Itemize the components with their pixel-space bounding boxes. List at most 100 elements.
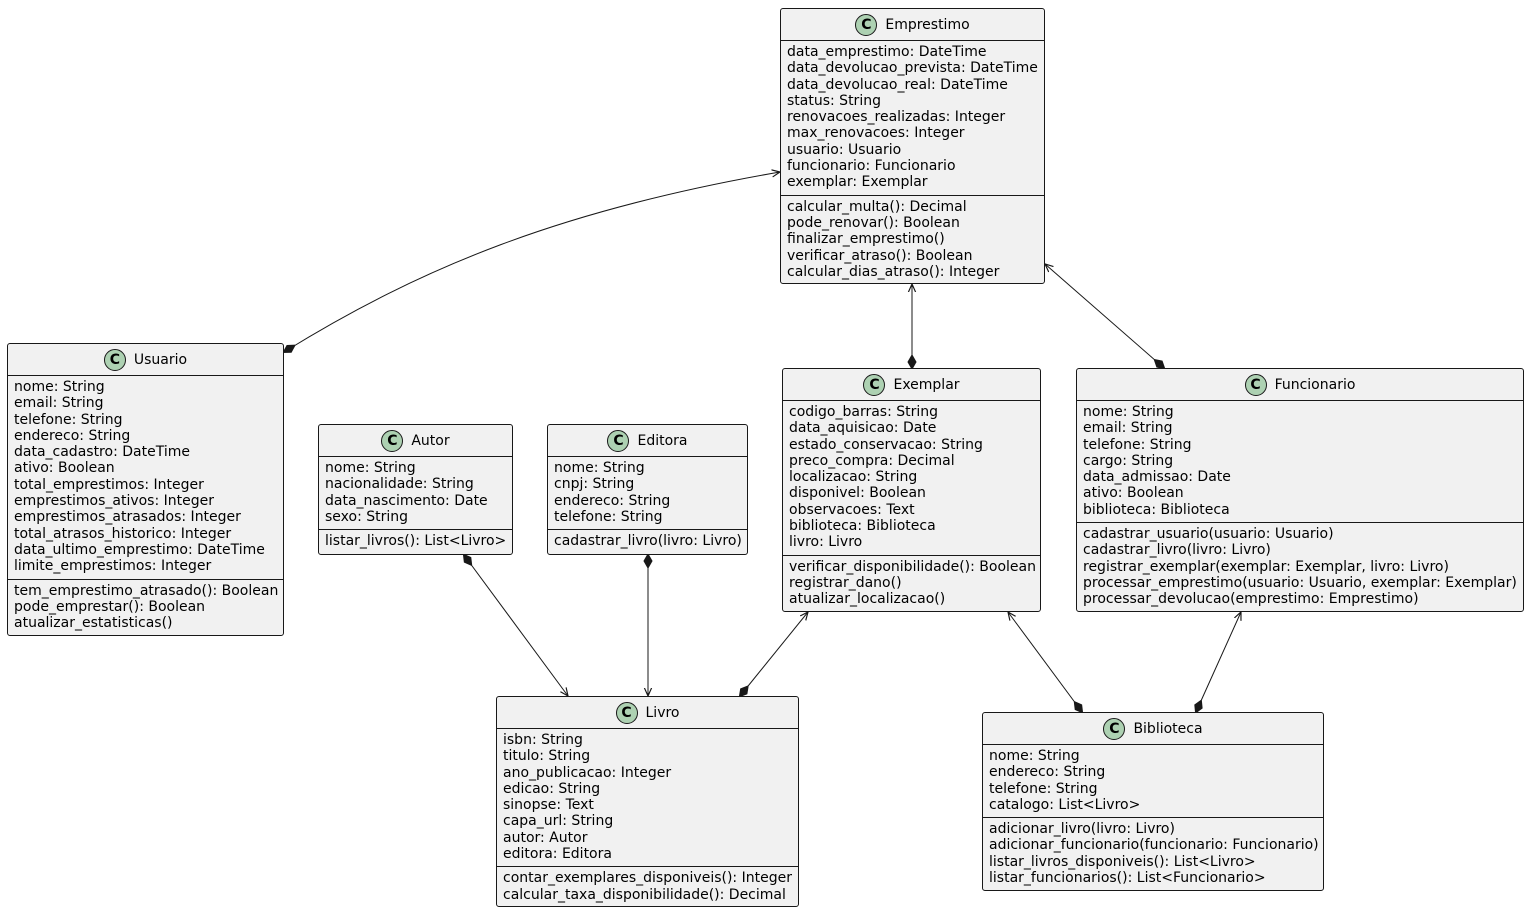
class-name: Exemplar xyxy=(893,376,960,393)
attribute-line: emprestimos_ativos: Integer xyxy=(14,493,214,510)
attribute-line: capa_url: String xyxy=(503,813,614,830)
attribute-line: ativo: Boolean xyxy=(14,460,115,477)
attribute-line: data_admissao: Date xyxy=(1083,469,1231,486)
method-line: adicionar_livro(livro: Livro) xyxy=(989,821,1175,838)
class-badge-icon: C xyxy=(381,429,404,452)
attribute-line: codigo_barras: String xyxy=(789,404,939,420)
attribute-line: funcionario: Funcionario xyxy=(787,158,956,175)
attribute-line: biblioteca: Biblioteca xyxy=(1083,501,1230,518)
attribute-line: disponivel: Boolean xyxy=(789,485,926,502)
attribute-line: biblioteca: Biblioteca xyxy=(789,518,936,535)
method-line: atualizar_estatisticas() xyxy=(14,615,173,632)
attribute-line: endereco: String xyxy=(989,764,1106,781)
attribute-line: nacionalidade: String xyxy=(325,476,474,493)
attribute-line: nome: String xyxy=(1083,404,1174,420)
class-header: C Emprestimo xyxy=(781,9,1044,41)
method-line: tem_emprestimo_atrasado(): Boolean xyxy=(14,582,279,599)
attribute-line: nome: String xyxy=(989,748,1080,764)
method-line: listar_livros(): List<Livro> xyxy=(325,533,507,550)
method-line: atualizar_localizacao() xyxy=(789,591,946,608)
methods-section: contar_exemplares_disponiveis(): Integer… xyxy=(497,867,798,907)
method-line: listar_livros_disponiveis(): List<Livro> xyxy=(989,853,1256,870)
attribute-line: data_devolucao_real: DateTime xyxy=(787,76,1008,93)
attribute-line: catalogo: List<Livro> xyxy=(989,796,1141,813)
attribute-line: edicao: String xyxy=(503,780,601,797)
method-line: pode_emprestar(): Boolean xyxy=(14,598,206,615)
class-badge-icon: C xyxy=(607,429,630,452)
attribute-line: autor: Autor xyxy=(503,829,588,846)
attribute-line: usuario: Usuario xyxy=(787,141,902,158)
class-header: C Usuario xyxy=(8,344,283,376)
attribute-line: editora: Editora xyxy=(503,846,612,863)
attribute-line: exemplar: Exemplar xyxy=(787,174,928,191)
relation-autor-livro xyxy=(464,555,568,696)
class-header: C Editora xyxy=(548,425,747,457)
method-line: registrar_dano() xyxy=(789,574,902,591)
method-line: listar_funcionarios(): List<Funcionario> xyxy=(989,870,1266,887)
class-badge-icon: C xyxy=(1103,717,1126,740)
class-header: C Funcionario xyxy=(1077,369,1523,401)
attribute-line: total_emprestimos: Integer xyxy=(14,476,204,493)
attribute-line: data_aquisicao: Date xyxy=(789,420,937,437)
attribute-line: status: String xyxy=(787,92,881,109)
attribute-line: isbn: String xyxy=(503,732,583,748)
attribute-line: nome: String xyxy=(554,460,645,476)
attribute-line: endereco: String xyxy=(14,427,131,444)
attribute-line: telefone: String xyxy=(1083,436,1192,453)
class-badge-icon: C xyxy=(103,348,126,371)
method-line: cadastrar_livro(livro: Livro) xyxy=(1083,542,1271,559)
class-badge-icon: C xyxy=(855,13,878,36)
attribute-line: max_renovacoes: Integer xyxy=(787,125,965,142)
class-name: Livro xyxy=(645,704,680,721)
methods-section: listar_livros(): List<Livro> xyxy=(319,530,512,553)
attribute-line: ativo: Boolean xyxy=(1083,485,1184,502)
attribute-line: cnpj: String xyxy=(554,476,635,493)
method-line: cadastrar_livro(livro: Livro) xyxy=(554,533,742,550)
class-header: C Livro xyxy=(497,697,798,729)
attribute-line: data_ultimo_emprestimo: DateTime xyxy=(14,541,265,558)
method-line: calcular_taxa_disponibilidade(): Decimal xyxy=(503,886,786,903)
class-badge-icon: C xyxy=(1244,373,1267,396)
class-name: Biblioteca xyxy=(1133,720,1203,737)
method-line: calcular_multa(): Decimal xyxy=(787,198,967,215)
attribute-line: data_cadastro: DateTime xyxy=(14,444,190,461)
attribute-line: email: String xyxy=(1083,420,1173,437)
class-header: C Biblioteca xyxy=(983,713,1323,745)
method-line: verificar_atraso(): Boolean xyxy=(787,247,973,264)
methods-section: cadastrar_livro(livro: Livro) xyxy=(548,530,747,553)
attribute-line: observacoes: Text xyxy=(789,501,915,518)
attribute-line: ano_publicacao: Integer xyxy=(503,764,672,781)
attribute-line: data_nascimento: Date xyxy=(325,492,488,509)
attribute-line: estado_conservacao: String xyxy=(789,436,983,453)
class-header: C Autor xyxy=(319,425,512,457)
attribute-line: nome: String xyxy=(325,460,416,476)
methods-section: adicionar_livro(livro: Livro)adicionar_f… xyxy=(983,818,1323,890)
attribute-line: data_emprestimo: DateTime xyxy=(787,44,987,60)
attribute-line: emprestimos_atrasados: Integer xyxy=(14,509,241,526)
method-line: pode_renovar(): Boolean xyxy=(787,214,960,231)
attributes-section: data_emprestimo: DateTime data_devolucao_… xyxy=(781,41,1044,196)
attribute-line: telefone: String xyxy=(989,780,1098,797)
attribute-line: livro: Livro xyxy=(789,534,863,551)
relation-biblioteca-funcionario xyxy=(1196,612,1241,712)
method-line: registrar_exemplar(exemplar: Exemplar, l… xyxy=(1083,558,1449,575)
relation-usuario-emprestimo xyxy=(284,172,780,352)
relation-livro-exemplar xyxy=(740,612,808,696)
class-name: Editora xyxy=(637,432,688,449)
attribute-line: titulo: String xyxy=(503,748,591,765)
attribute-line: nome: String xyxy=(14,379,105,395)
method-line: processar_devolucao(emprestimo: Empresti… xyxy=(1083,591,1419,608)
